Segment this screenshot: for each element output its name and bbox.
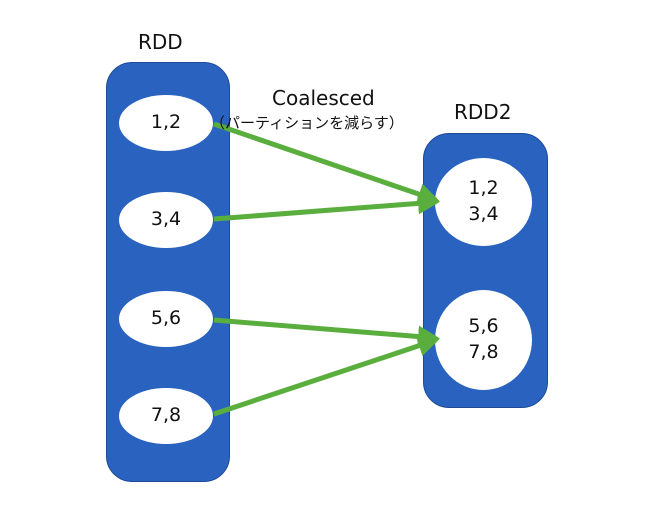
rdd-partition-2: 3,4 [119,192,213,248]
rdd2-partition-1: 1,2 3,4 [435,158,532,246]
rdd2-partition-2-line2: 7,8 [468,341,499,363]
rdd-partition-3: 5,6 [119,291,213,347]
rdd-partition-2-label: 3,4 [150,208,182,231]
rdd-partition-4-label: 7,8 [150,404,182,427]
rdd-partition-1-label: 1,2 [150,111,182,134]
rdd-partition-1: 1,2 [119,95,213,151]
operation-name: Coalesced [272,86,375,110]
rdd-partition-4: 7,8 [119,388,213,444]
rdd2-partition-2: 5,6 7,8 [435,290,532,390]
rdd-title: RDD [138,30,183,54]
rdd2-title: RDD2 [454,100,512,124]
arrow-3-4-to-rdd2-partition-1 [213,192,440,222]
operation-note: （パーティションを減らす） [210,114,404,132]
arrow-5-6-to-rdd2-partition-2 [213,317,440,348]
rdd-partition-3-label: 5,6 [150,307,182,330]
rdd2-partition-2-line1: 5,6 [468,315,499,338]
arrow-1-2-to-rdd2-partition-1 [213,121,440,205]
rdd2-partition-1-line2: 3,4 [468,203,499,225]
arrow-7-8-to-rdd2-partition-2 [213,335,440,417]
rdd2-partition-1-line1: 1,2 [468,177,499,200]
